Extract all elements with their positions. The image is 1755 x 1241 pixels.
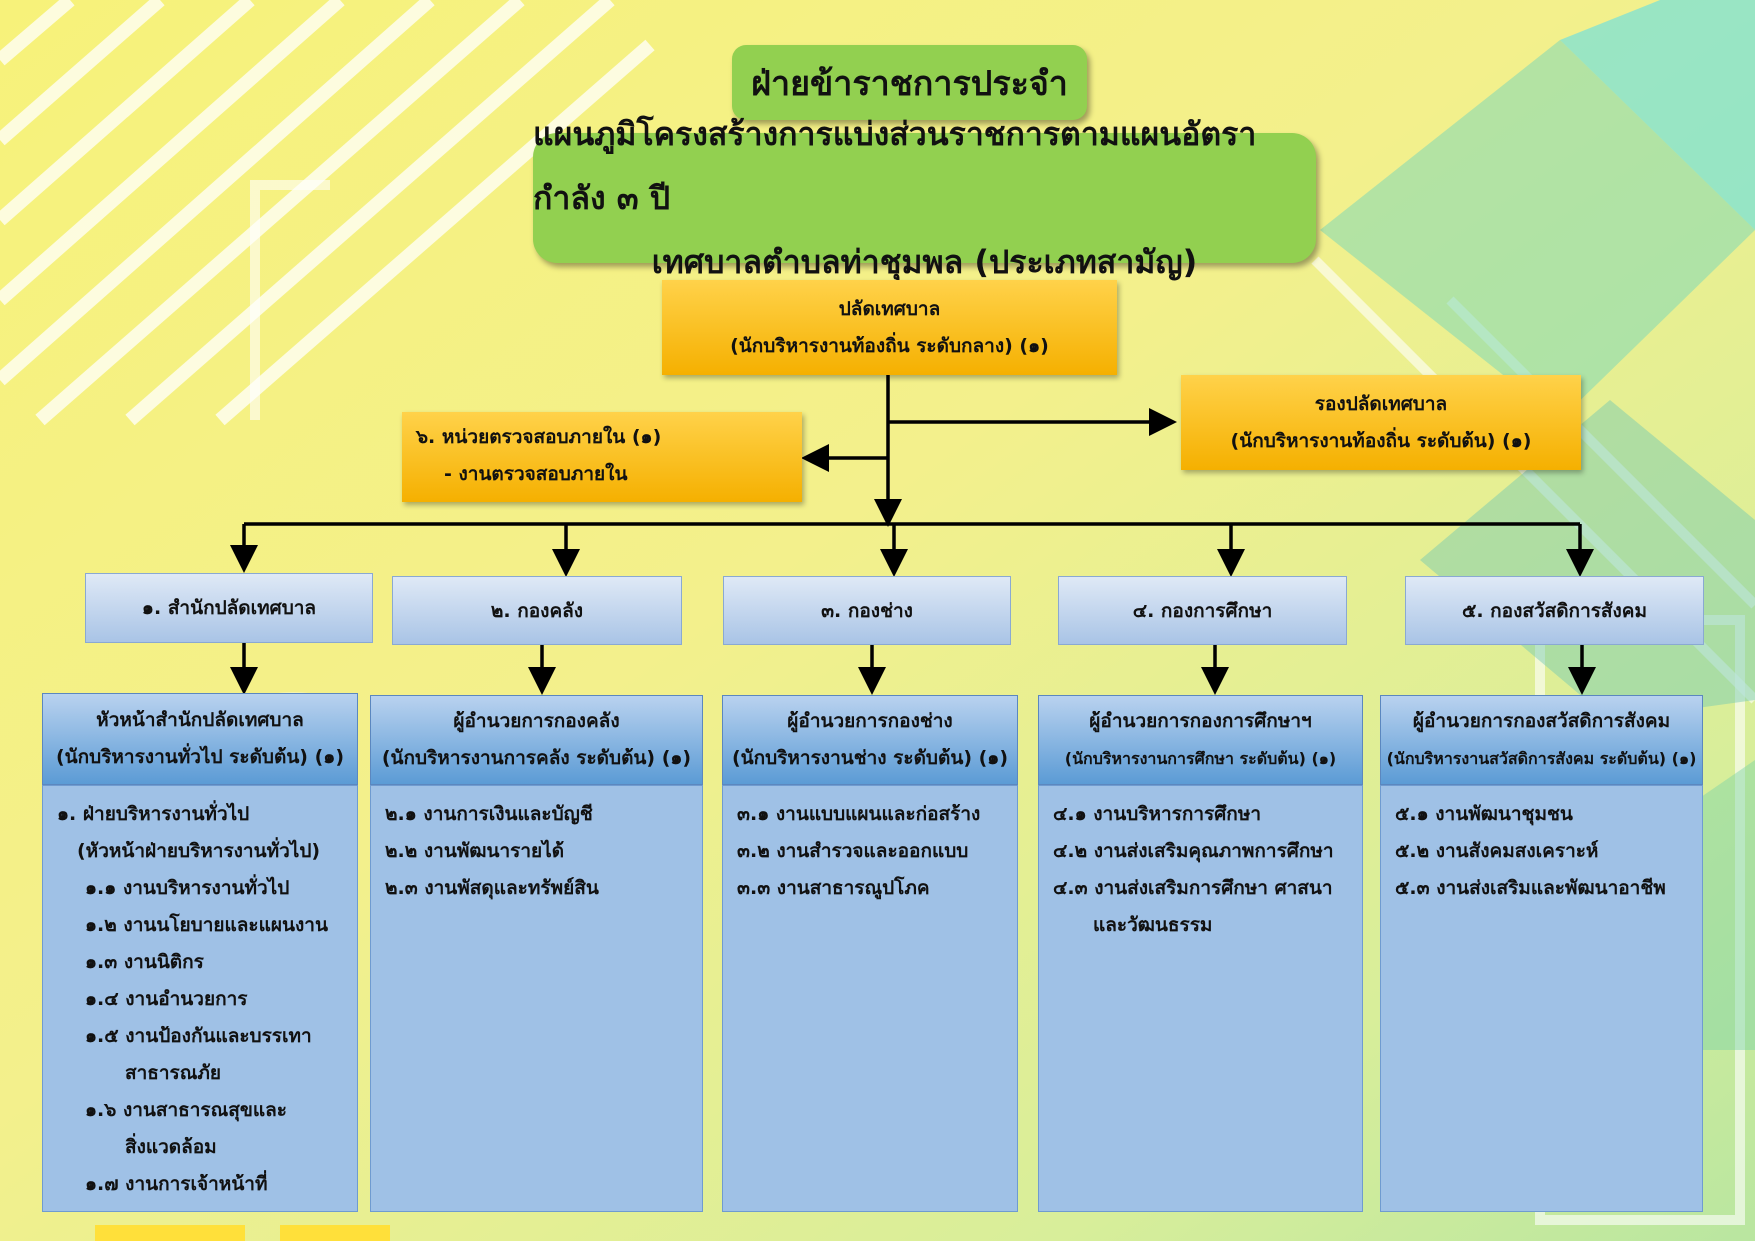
dept-name-label: ๓. กองช่าง bbox=[821, 599, 913, 622]
dept-name-label: ๔. กองการศึกษา bbox=[1132, 599, 1273, 622]
list-item: และวัฒนธรรม bbox=[1093, 914, 1213, 936]
list-item: ๔.๓ งานส่งเสริมการศึกษา ศาสนา bbox=[1053, 877, 1333, 899]
dept-tasks-3: ๓.๑ งานแบบแผนและก่อสร้าง ๓.๒ งานสำรวจและ… bbox=[722, 785, 1018, 1212]
list-item: ๒.๓ งานพัสดุและทรัพย์สิน bbox=[385, 877, 599, 899]
list-item: ๑.๓ งานนิติกร bbox=[85, 951, 204, 973]
dept-head-rank: (นักบริหารงานการศึกษา ระดับต้น) (๑) bbox=[1064, 749, 1337, 768]
list-item: ๑.๗ งานการเจ้าหน้าที่ bbox=[85, 1173, 268, 1195]
dept-head-title: ผู้อำนวยการกองการศึกษาฯ bbox=[1089, 710, 1312, 732]
dept-head-title: ผู้อำนวยการกองช่าง bbox=[787, 710, 953, 732]
dept-head-1: หัวหน้าสำนักปลัดเทศบาล (นักบริหารงานทั่ว… bbox=[42, 693, 358, 785]
list-item: ๓.๑ งานแบบแผนและก่อสร้าง bbox=[737, 803, 981, 825]
header-title: ฝ่ายข้าราชการประจำ bbox=[751, 63, 1068, 104]
dept-head-title: หัวหน้าสำนักปลัดเทศบาล bbox=[96, 709, 304, 731]
dept-head-2: ผู้อำนวยการกองคลัง (นักบริหารงานการคลัง … bbox=[370, 695, 703, 785]
dept-head-rank: (นักบริหารงานทั่วไป ระดับต้น) (๑) bbox=[55, 746, 345, 768]
dept-head-5: ผู้อำนวยการกองสวัสดิการสังคม (นักบริหารง… bbox=[1380, 695, 1703, 785]
dept-head-rank: (นักบริหารงานการคลัง ระดับต้น) (๑) bbox=[381, 747, 692, 769]
dept-tasks-1: ๑. ฝ่ายบริหารงานทั่วไป (หัวหน้าฝ่ายบริหา… bbox=[42, 785, 358, 1212]
dept-name-label: ๕. กองสวัสดิการสังคม bbox=[1461, 599, 1648, 622]
list-item: ๑. ฝ่ายบริหารงานทั่วไป bbox=[57, 803, 250, 825]
dept-head-title: ผู้อำนวยการกองสวัสดิการสังคม bbox=[1412, 710, 1671, 732]
dept-head-rank: (นักบริหารงานช่าง ระดับต้น) (๑) bbox=[731, 747, 1009, 769]
list-item: ๒.๑ งานการเงินและบัญชี bbox=[385, 803, 593, 825]
dept-tasks-4: ๔.๑ งานบริหารการศึกษา ๔.๒ งานส่งเสริมคุณ… bbox=[1038, 785, 1363, 1212]
list-item: ๓.๒ งานสำรวจและออกแบบ bbox=[737, 840, 969, 862]
deputy-title: รองปลัดเทศบาล bbox=[1314, 392, 1448, 415]
dept-name-3: ๓. กองช่าง bbox=[723, 576, 1011, 645]
dept-name-label: ๑. สำนักปลัดเทศบาล bbox=[141, 597, 317, 619]
dept-head-rank: (นักบริหารงานสวัสดิการสังคม ระดับต้น) (๑… bbox=[1386, 749, 1697, 768]
dept-name-label: ๒. กองคลัง bbox=[490, 599, 584, 622]
dept-head-3: ผู้อำนวยการกองช่าง (นักบริหารงานช่าง ระด… bbox=[722, 695, 1018, 785]
list-item: (หัวหน้าฝ่ายบริหารงานทั่วไป) bbox=[77, 840, 321, 862]
chart-title-banner: แผนภูมิโครงสร้างการแบ่งส่วนราชการตามแผนอ… bbox=[533, 115, 1316, 281]
audit-title: ๖. หน่วยตรวจสอบภายใน (๑) bbox=[416, 426, 662, 448]
deputy-box: รองปลัดเทศบาล (นักบริหารงานท้องถิ่น ระดั… bbox=[1181, 375, 1581, 470]
list-item: ๑.๖ งานสาธารณสุขและ bbox=[85, 1099, 287, 1121]
list-item: ๔.๑ งานบริหารการศึกษา bbox=[1053, 803, 1262, 825]
dept-head-4: ผู้อำนวยการกองการศึกษาฯ (นักบริหารงานการ… bbox=[1038, 695, 1363, 785]
list-item: ๕.๑ งานพัฒนาชุมชน bbox=[1395, 803, 1573, 825]
chief-title: ปลัดเทศบาล bbox=[838, 297, 941, 320]
list-item: ๕.๒ งานสังคมสงเคราะห์ bbox=[1395, 840, 1599, 862]
list-item: ๕.๓ งานส่งเสริมและพัฒนาอาชีพ bbox=[1395, 877, 1666, 899]
list-item: ๒.๒ งานพัฒนารายได้ bbox=[385, 840, 565, 862]
dept-head-title: ผู้อำนวยการกองคลัง bbox=[453, 710, 620, 732]
deputy-rank: (นักบริหารงานท้องถิ่น ระดับต้น) (๑) bbox=[1230, 429, 1532, 452]
list-item: ๑.๔ งานอำนวยการ bbox=[85, 988, 248, 1010]
chart-title-line1: แผนภูมิโครงสร้างการแบ่งส่วนราชการตามแผนอ… bbox=[533, 115, 1257, 217]
dept-name-4: ๔. กองการศึกษา bbox=[1058, 576, 1347, 645]
header-title-badge: ฝ่ายข้าราชการประจำ bbox=[732, 45, 1087, 120]
dept-name-1: ๑. สำนักปลัดเทศบาล bbox=[85, 573, 373, 643]
dept-tasks-2: ๒.๑ งานการเงินและบัญชี ๒.๒ งานพัฒนารายได… bbox=[370, 785, 703, 1212]
list-item: ๑.๒ งานนโยบายและแผนงาน bbox=[85, 914, 328, 936]
dept-tasks-5: ๕.๑ งานพัฒนาชุมชน ๕.๒ งานสังคมสงเคราะห์ … bbox=[1380, 785, 1703, 1212]
chief-box: ปลัดเทศบาล (นักบริหารงานท้องถิ่น ระดับกล… bbox=[662, 280, 1117, 375]
audit-item: - งานตรวจสอบภายใน bbox=[444, 463, 628, 485]
chart-title-line2: เทศบาลตำบลท่าชุมพล (ประเภทสามัญ) bbox=[651, 243, 1198, 281]
dept-name-5: ๕. กองสวัสดิการสังคม bbox=[1405, 576, 1704, 645]
list-item: สิ่งแวดล้อม bbox=[125, 1136, 217, 1158]
audit-box: ๖. หน่วยตรวจสอบภายใน (๑) - งานตรวจสอบภาย… bbox=[402, 412, 802, 502]
list-item: สาธารณภัย bbox=[125, 1062, 222, 1084]
list-item: ๓.๓ งานสาธารณูปโภค bbox=[737, 877, 930, 899]
list-item: ๔.๒ งานส่งเสริมคุณภาพการศึกษา bbox=[1053, 840, 1334, 862]
dept-name-2: ๒. กองคลัง bbox=[392, 576, 682, 645]
list-item: ๑.๕ งานป้องกันและบรรเทา bbox=[85, 1025, 312, 1047]
chief-rank: (นักบริหารงานท้องถิ่น ระดับกลาง) (๑) bbox=[730, 334, 1049, 357]
list-item: ๑.๑ งานบริหารงานทั่วไป bbox=[85, 877, 290, 899]
